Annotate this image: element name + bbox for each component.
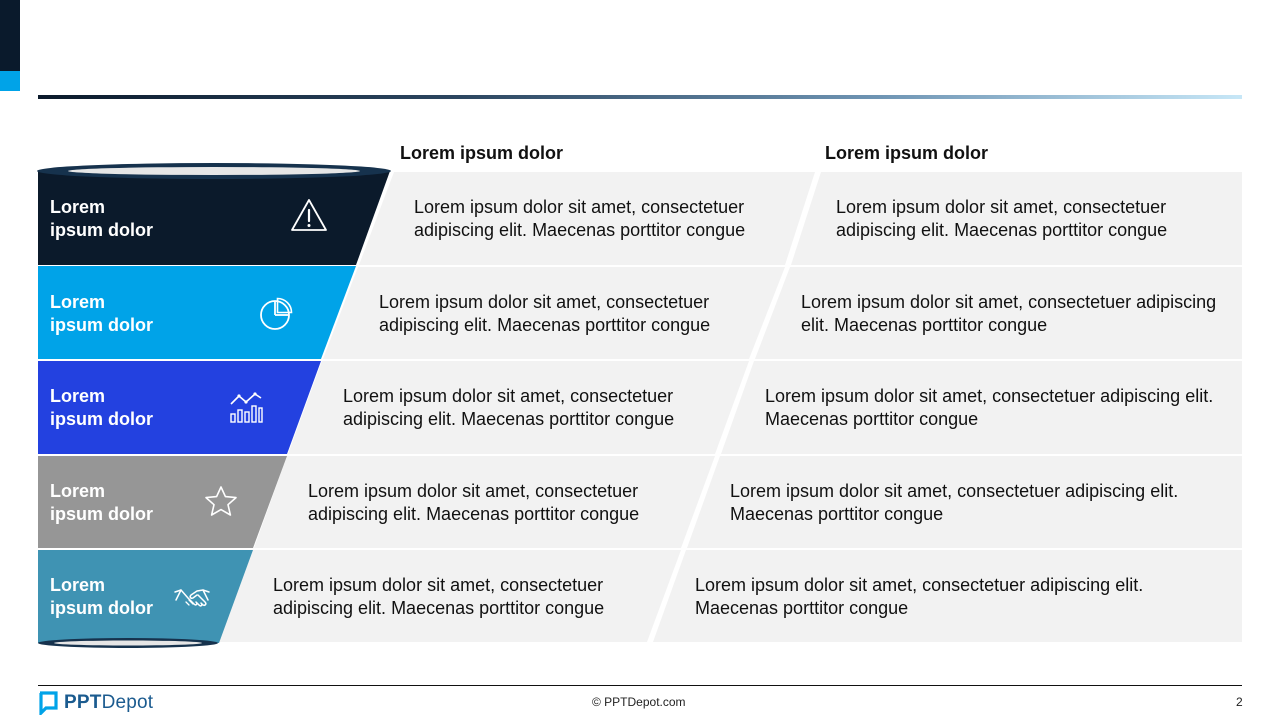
cell-bg-r2-c2 bbox=[755, 267, 1242, 359]
row-label-3: Lorem ipsum dolor bbox=[50, 386, 153, 429]
cell-text-r2-c1: Lorem ipsum dolor sit amet, consectetuer… bbox=[379, 292, 711, 335]
cell-bg-r5-c2 bbox=[653, 550, 1242, 642]
pptdepot-logo-icon bbox=[39, 691, 58, 715]
warning-icon bbox=[291, 199, 327, 231]
cell-text-r4-c2: Lorem ipsum dolor sit amet, consectetuer… bbox=[730, 481, 1179, 524]
cell-text-r5-c2: Lorem ipsum dolor sit amet, consectetuer… bbox=[695, 575, 1144, 618]
cell-text-r3-c2: Lorem ipsum dolor sit amet, consectetuer… bbox=[765, 386, 1214, 429]
pie-chart-icon bbox=[260, 297, 293, 330]
cell-bg-r3-c2 bbox=[721, 361, 1242, 454]
cell-text-r3-c1: Lorem ipsum dolor sit amet, consectetuer… bbox=[343, 386, 675, 429]
cell-text-r4-c1: Lorem ipsum dolor sit amet, consectetuer… bbox=[308, 481, 640, 524]
row-label-5: Lorem ipsum dolor bbox=[50, 575, 153, 618]
cell-bg-r4-c2 bbox=[687, 456, 1242, 548]
copyright-text: © PPTDepot.com bbox=[592, 695, 686, 709]
title-divider bbox=[38, 95, 1242, 99]
cell-text-r2-c2: Lorem ipsum dolor sit amet, consectetuer… bbox=[801, 292, 1217, 335]
cell-bg-r3-c1 bbox=[288, 361, 749, 454]
cell-text-r5-c1: Lorem ipsum dolor sit amet, consectetuer… bbox=[273, 575, 605, 618]
row-label-1: Lorem ipsum dolor bbox=[50, 197, 153, 240]
growth-chart-icon bbox=[230, 392, 263, 423]
funnel-band-4 bbox=[38, 456, 287, 548]
column-header-1: Lorem ipsum dolor bbox=[400, 143, 564, 163]
page-number: 2 bbox=[1236, 695, 1243, 709]
funnel-band-3 bbox=[38, 361, 321, 454]
handshake-icon bbox=[174, 589, 210, 607]
pptdepot-logo-text: PPTDepot bbox=[64, 692, 154, 713]
cell-text-r1-c1: Lorem ipsum dolor sit amet, consectetuer… bbox=[414, 197, 746, 240]
star-icon bbox=[205, 486, 237, 516]
cell-bg-r1-c2 bbox=[791, 172, 1242, 265]
pptdepot-logo: PPTDepot bbox=[38, 689, 153, 717]
row-label-4: Lorem ipsum dolor bbox=[50, 481, 153, 524]
column-header-2: Lorem ipsum dolor bbox=[825, 143, 989, 163]
cell-text-r1-c2: Lorem ipsum dolor sit amet, consectetuer… bbox=[836, 197, 1168, 240]
cell-bg-r5-c1 bbox=[219, 550, 681, 642]
funnel-band-1 bbox=[38, 171, 390, 265]
row-label-2: Lorem ipsum dolor bbox=[50, 292, 153, 335]
funnel-band-2 bbox=[38, 266, 356, 359]
cell-bg-r1-c1 bbox=[359, 172, 815, 265]
funnel-band-5 bbox=[38, 550, 253, 643]
funnel-bottom-rim-inner bbox=[54, 640, 202, 646]
corner-accent-dark bbox=[0, 0, 20, 71]
cell-bg-r2-c1 bbox=[323, 267, 785, 359]
corner-accent-blue bbox=[0, 71, 20, 91]
cell-bg-r4-c1 bbox=[254, 456, 715, 548]
funnel-top-rim-inner bbox=[68, 167, 360, 175]
footer-divider bbox=[38, 685, 1242, 686]
